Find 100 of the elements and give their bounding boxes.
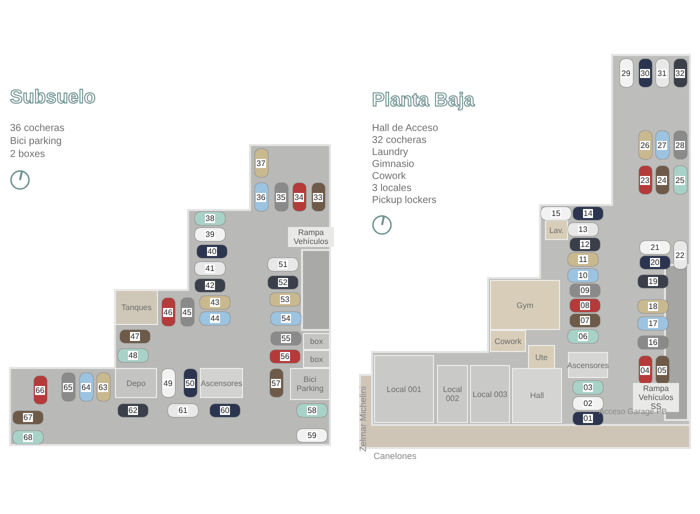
parking-number: 56 (280, 352, 290, 360)
room-label: Hall (530, 391, 544, 400)
utility-room (528, 345, 555, 370)
feature-text: 32 cocheras (372, 135, 426, 146)
bike-parking-room (290, 368, 330, 400)
floor-title: Planta Baja (372, 90, 474, 112)
room-label: Local 003 (472, 390, 508, 398)
parking-number: 62 (128, 406, 138, 414)
room-label: box (310, 354, 323, 364)
parking-number: 16 (648, 338, 658, 346)
elevator-room (200, 368, 243, 398)
parking-number: 03 (582, 382, 594, 392)
parking-number: 02 (582, 398, 594, 408)
room-label: Ute (535, 353, 548, 362)
street-name: Zelmar Michelini (358, 385, 368, 454)
room-label: Ascensores (200, 378, 242, 388)
parking-number: 46 (162, 308, 174, 316)
feature-text: Pickup lockers (372, 195, 436, 206)
parking-number: 65 (62, 382, 74, 392)
gym-room (490, 280, 560, 330)
parking-number: 15 (550, 208, 562, 218)
parking-number: 34 (294, 192, 304, 202)
parking-number: 27 (656, 140, 668, 150)
parking-number: 68 (22, 432, 34, 442)
parking-number: 51 (278, 260, 288, 268)
shop-unit (470, 365, 510, 423)
parking-number: 57 (270, 378, 282, 388)
parking-number: 06 (578, 332, 588, 340)
parking-number: 60 (220, 406, 230, 414)
shop-unit (437, 365, 468, 423)
parking-number: 37 (256, 158, 266, 168)
parking-number: 41 (204, 264, 216, 272)
parking-number: 38 (204, 214, 216, 222)
parking-number: 14 (582, 208, 594, 218)
parking-number: 04 (640, 366, 650, 374)
parking-number: 28 (674, 140, 686, 150)
parking-number: 11 (578, 254, 588, 264)
parking-number: 05 (656, 366, 668, 374)
parking-number: 08 (580, 300, 590, 310)
cowork-room (490, 330, 526, 352)
parking-number: 63 (98, 382, 108, 392)
feature-text: 3 locales (372, 183, 412, 194)
feature-text: Gimnasio (372, 159, 414, 170)
room-label: box (310, 337, 323, 346)
street-name: Canelones (372, 452, 418, 461)
storage-box (303, 350, 330, 368)
parking-number: 18 (648, 302, 658, 310)
parking-number: 24 (656, 176, 668, 184)
parking-number: 23 (640, 176, 650, 184)
parking-number: 50 (184, 378, 196, 388)
parking-number: 17 (648, 318, 658, 328)
parking-number: 52 (278, 278, 288, 286)
tank-room (115, 290, 158, 325)
parking-number: 07 (580, 316, 590, 324)
parking-number: 67 (22, 412, 34, 422)
parking-number: 40 (206, 246, 218, 256)
room-label: Bici Parking (295, 375, 325, 393)
room-label: Lav. (549, 226, 564, 234)
parking-number: 32 (674, 68, 686, 78)
feature-text: Laundry (372, 147, 408, 158)
room-label: Tanques (121, 303, 152, 312)
parking-number: 12 (580, 240, 590, 248)
parking-number: 10 (578, 270, 588, 280)
parking-number: 45 (182, 308, 192, 316)
parking-number: 01 (582, 414, 594, 422)
storage-room (115, 368, 157, 398)
parking-number: 09 (580, 286, 590, 294)
parking-number: 22 (674, 250, 686, 260)
parking-number: 53 (280, 294, 290, 304)
feature-text: 2 boxes (10, 149, 46, 160)
parking-number: 66 (34, 386, 46, 394)
room-label: Depo (126, 378, 146, 388)
parking-number: 64 (80, 382, 92, 392)
parking-number: 48 (128, 350, 138, 360)
parking-number: 31 (656, 68, 668, 78)
area-label: Rampa Vehículos (288, 227, 334, 247)
elevator-room (568, 352, 608, 378)
shop-unit (374, 355, 434, 423)
parking-number: 26 (640, 140, 650, 150)
feature-text: Hall de Acceso (372, 123, 438, 134)
parking-number: 29 (620, 68, 632, 78)
room-label: Gym (516, 300, 534, 310)
parking-number: 21 (650, 242, 660, 252)
room-label: Local 001 (386, 384, 422, 394)
parking-number: 61 (178, 406, 188, 414)
storage-box (303, 333, 330, 350)
room-label: Local 002 (442, 385, 464, 403)
parking-number: 30 (640, 68, 650, 78)
parking-number: 59 (306, 430, 318, 440)
parking-number: 25 (674, 176, 686, 184)
floor-title: Subsuelo (10, 87, 96, 109)
parking-number: 42 (204, 280, 216, 290)
feature-text: Cowork (372, 171, 406, 182)
lobby-room (512, 368, 562, 423)
laundry-room (545, 220, 568, 240)
feature-text: Bici parking (10, 136, 62, 147)
feature-text: 36 cocheras (10, 123, 64, 134)
parking-number: 20 (650, 258, 660, 266)
parking-number: 33 (312, 192, 324, 202)
parking-number: 43 (210, 298, 220, 306)
